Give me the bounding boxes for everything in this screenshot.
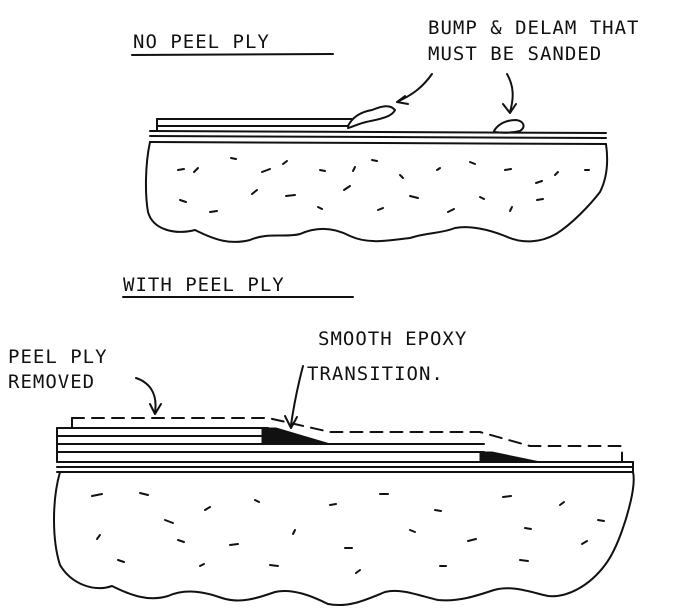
smooth-epoxy-line1: SMOOTH EPOXY bbox=[318, 328, 467, 350]
top-foam-core bbox=[144, 141, 609, 243]
no-peel-ply-heading: NO PEEL PLY bbox=[133, 31, 270, 53]
delam-bump-right bbox=[493, 119, 525, 134]
heading-underline bbox=[131, 53, 334, 56]
epoxy-fillet-upper bbox=[261, 427, 331, 445]
peel-ply-arrow-head bbox=[149, 403, 162, 415]
bump-note-line2: MUST BE SANDED bbox=[428, 43, 602, 65]
peel-ply-removed-line2: REMOVED bbox=[8, 371, 95, 393]
epoxy-fillet-lower bbox=[479, 451, 541, 463]
peel-ply-arrow bbox=[135, 377, 157, 413]
epoxy-arrow-head bbox=[284, 415, 298, 429]
top-laminate bbox=[149, 118, 607, 145]
with-peel-ply-panel: WITH PEEL PLY PEEL PLY REMOVED SMOOTH EP… bbox=[8, 274, 635, 606]
peel-ply-dashed-outline bbox=[71, 417, 623, 463]
delam-bump-left bbox=[347, 105, 396, 129]
bump-note-line1: BUMP & DELAM THAT bbox=[428, 17, 639, 39]
top-foam-texture bbox=[177, 157, 590, 213]
smooth-epoxy-line2: TRANSITION. bbox=[307, 363, 444, 385]
bump-arrow-left-head bbox=[396, 95, 409, 105]
bottom-foam-core bbox=[53, 471, 635, 606]
bottom-laminate bbox=[56, 427, 634, 473]
bump-arrow-right-head bbox=[502, 103, 517, 114]
epoxy-arrow bbox=[290, 365, 304, 426]
bottom-foam-texture bbox=[91, 492, 605, 574]
bump-arrow-right bbox=[506, 73, 514, 113]
no-peel-ply-panel: NO PEEL PLY BUMP & DELAM THAT MUST BE SA… bbox=[131, 17, 639, 243]
peel-ply-removed-line1: PEEL PLY bbox=[8, 346, 108, 368]
with-peel-ply-heading: WITH PEEL PLY bbox=[123, 274, 285, 296]
